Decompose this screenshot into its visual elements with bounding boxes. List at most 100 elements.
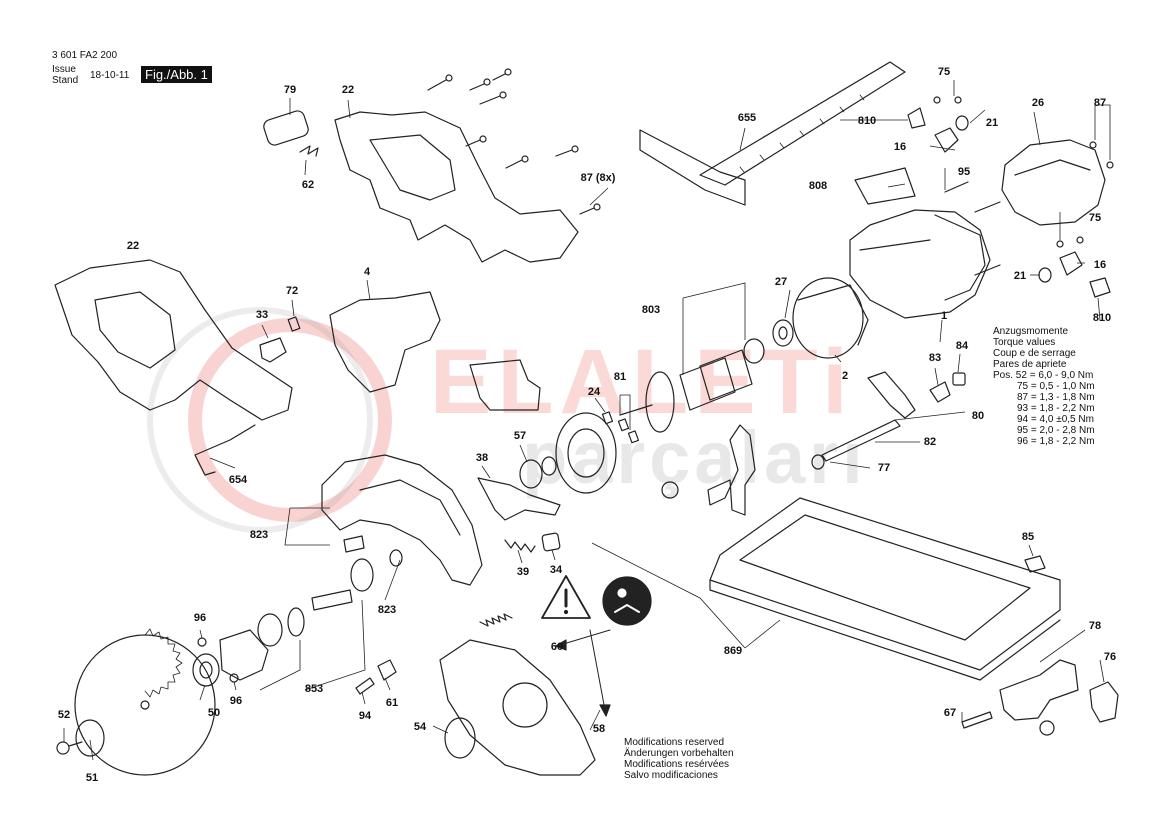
torque-row: 95 = 2,0 - 2,8 Nm <box>1017 425 1095 436</box>
ruler-655 <box>640 130 745 205</box>
label-87-8x: 87 (8x) <box>580 172 616 184</box>
label-75-bottom: 75 <box>1088 212 1102 224</box>
upper-blade-guard <box>322 455 482 585</box>
mod-line-de: Änderungen vorbehalten <box>624 748 734 759</box>
torque-pos: 75 <box>1017 381 1029 392</box>
rod-82 <box>822 420 900 461</box>
handle-half-rear <box>335 112 578 262</box>
screw-87c <box>1090 142 1096 148</box>
label-810-bottom: 810 <box>1092 312 1112 324</box>
lever-80 <box>868 372 915 418</box>
mod-line-en: Modifications reserved <box>624 737 725 748</box>
label-75-top: 75 <box>937 66 951 78</box>
label-85: 85 <box>1021 531 1035 543</box>
read-manual-icon <box>603 577 651 625</box>
torque-title-en: Torque values <box>993 337 1056 348</box>
label-823-right: 823 <box>377 604 397 616</box>
label-61: 61 <box>385 697 399 709</box>
label-80: 80 <box>971 410 985 422</box>
knob-83 <box>930 382 950 402</box>
spring-39 <box>505 540 535 552</box>
torque-pos: 93 <box>1017 403 1029 414</box>
label-4: 4 <box>363 266 371 278</box>
knob-61 <box>378 660 396 680</box>
label-27: 27 <box>774 276 788 288</box>
torque-title-fr: Coup e de serrage <box>993 348 1076 359</box>
torque-row: 87 = 1,3 - 1,8 Nm <box>1017 392 1095 403</box>
washer-77 <box>812 455 824 469</box>
label-94: 94 <box>358 710 372 722</box>
bearing-cover-24 <box>556 413 616 493</box>
label-79: 79 <box>283 84 297 96</box>
cap-810b <box>1090 278 1110 297</box>
label-50: 50 <box>207 707 221 719</box>
torque-value: 0,5 - 1,0 Nm <box>1039 381 1095 392</box>
label-95: 95 <box>957 166 971 178</box>
screw-75c <box>1057 241 1063 247</box>
field-coil-2 <box>793 278 863 358</box>
armature-803 <box>620 339 764 432</box>
label-72: 72 <box>285 285 299 297</box>
switch-assembly-4 <box>330 292 440 392</box>
ring-21b <box>1039 268 1051 282</box>
cable-bracket <box>470 360 540 410</box>
screw-75b <box>955 97 961 103</box>
label-67: 67 <box>943 707 957 719</box>
torque-title-es: Pares de apriete <box>993 359 1067 370</box>
label-76: 76 <box>1103 651 1117 663</box>
issue-date: 18-10-11 <box>90 70 130 81</box>
grip-pad-79 <box>262 109 310 147</box>
lever-38 <box>478 478 560 520</box>
bearing-27 <box>773 320 793 346</box>
label-77: 77 <box>877 462 891 474</box>
torque-value: 1,8 - 2,2 Nm <box>1039 403 1095 414</box>
nut-84 <box>953 373 965 385</box>
label-39: 39 <box>516 566 530 578</box>
label-34: 34 <box>549 564 563 576</box>
part-34 <box>542 533 561 552</box>
label-82: 82 <box>923 436 937 448</box>
label-52: 52 <box>57 709 71 721</box>
clamp-76 <box>1090 682 1118 722</box>
motor-housing-1 <box>850 210 990 318</box>
pin-67 <box>962 712 992 728</box>
bevel-bracket <box>708 425 755 515</box>
label-22-rear: 22 <box>341 84 355 96</box>
torque-row: 75 = 0,5 - 1,0 Nm <box>1017 381 1095 392</box>
bracket-78 <box>1000 660 1078 720</box>
label-38: 38 <box>475 452 489 464</box>
torque-row: 93 = 1,8 - 2,2 Nm <box>1017 403 1095 414</box>
label-60: 60 <box>550 641 564 653</box>
label-96-bottom: 96 <box>229 695 243 707</box>
label-853: 853 <box>304 683 324 695</box>
label-21-top: 21 <box>985 117 999 129</box>
torque-row: Pos. 52 = 6,0 - 9,0 Nm <box>993 370 1094 381</box>
watermark-subtitle: parçaları <box>522 416 867 499</box>
lock-button-33 <box>260 338 286 362</box>
label-62: 62 <box>301 179 315 191</box>
o-ring-54 <box>445 718 475 758</box>
figure-label: Fig./Abb. 1 <box>141 66 212 83</box>
label-78: 78 <box>1088 620 1102 632</box>
spring-60 <box>480 614 512 626</box>
hex-key-654 <box>195 425 255 475</box>
torque-pos: 94 <box>1017 414 1029 425</box>
spring-62 <box>300 146 318 156</box>
spring-72 <box>288 317 300 331</box>
screw-52 <box>57 742 69 754</box>
watermark-gear-icon <box>195 325 385 515</box>
torque-values-table: Anzugsmomente Torque values Coup e de se… <box>993 326 1095 447</box>
label-81: 81 <box>613 371 627 383</box>
torque-value: 6,0 - 9,0 Nm <box>1038 370 1094 381</box>
spindle-823 <box>312 536 402 610</box>
pin-81b <box>618 419 628 431</box>
label-33: 33 <box>255 309 269 321</box>
mod-line-es: Salvo modificaciones <box>624 770 718 781</box>
screw-95a <box>945 182 968 192</box>
screw-75a <box>934 97 940 103</box>
label-51: 51 <box>85 772 99 784</box>
base-plate-869 <box>710 498 1060 680</box>
part-85 <box>1025 556 1045 572</box>
label-96-top: 96 <box>193 612 207 624</box>
issue-label: Issue <box>52 64 76 75</box>
